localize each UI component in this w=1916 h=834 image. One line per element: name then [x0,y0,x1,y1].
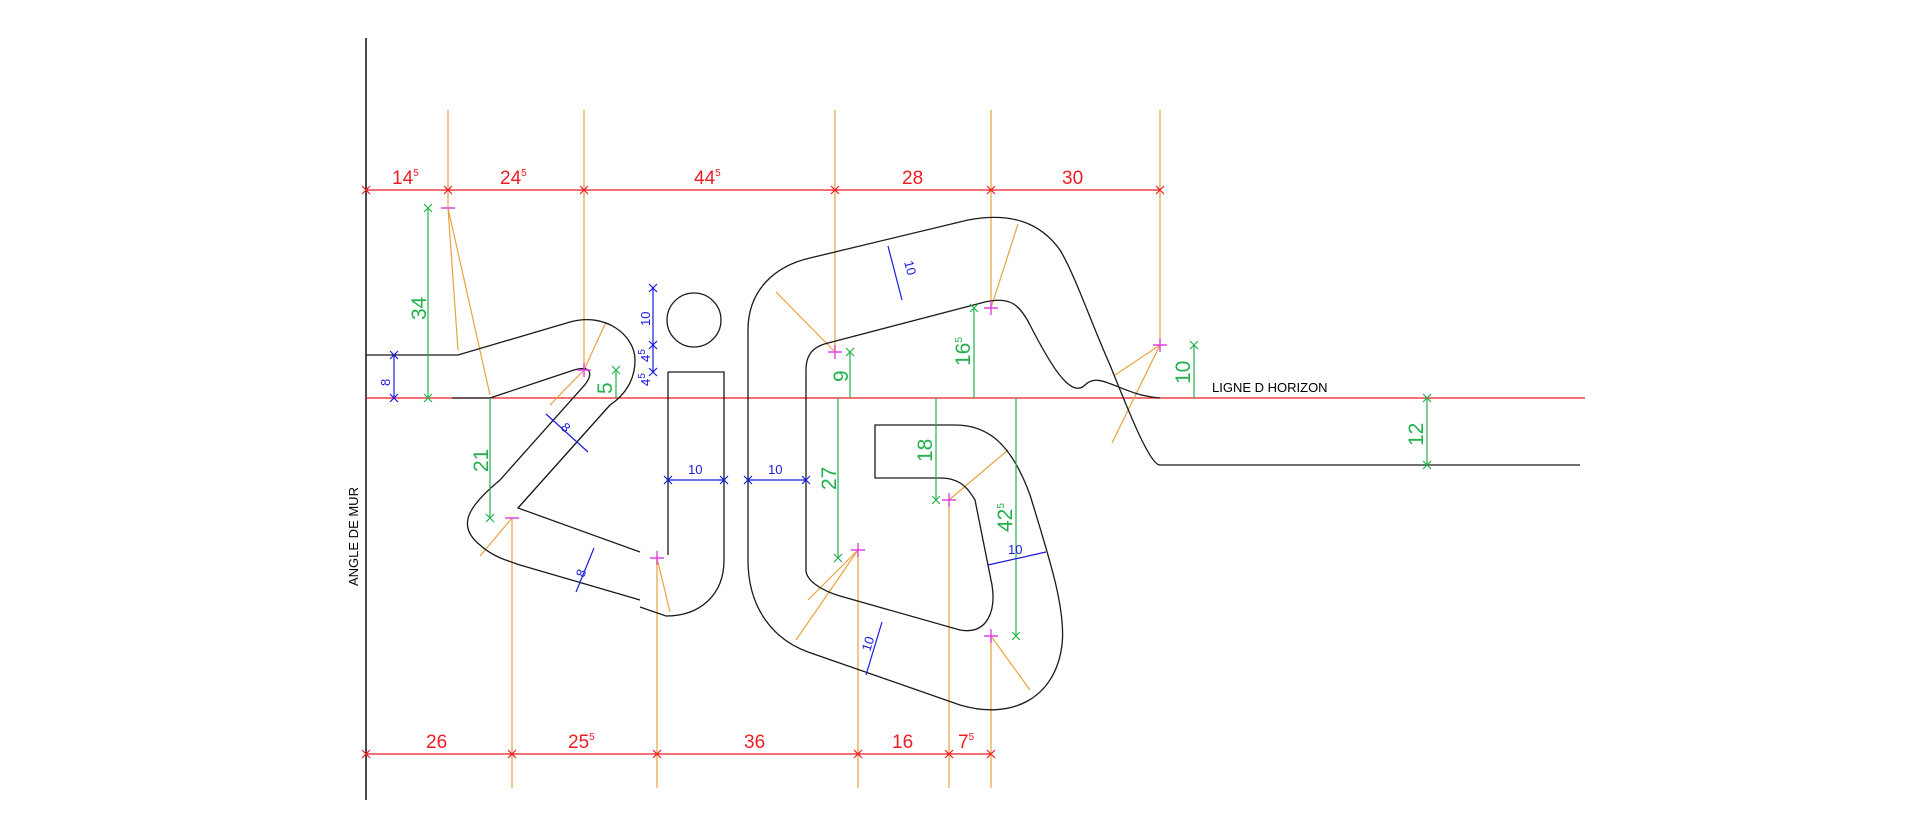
stroke-width-2: 8 [558,420,574,436]
vertical-dimension-10: 12 [1405,423,1428,446]
stroke-width-11: 10 [1008,542,1022,557]
stroke-width-8: 10 [768,462,782,477]
horizon-label: LIGNE D HORIZON [1212,380,1328,395]
vertical-dimension-4: 9 [830,370,853,382]
bottom-dimension-chain [361,749,996,759]
stroke-width-5: 45 [637,349,653,362]
stroke-width-6: 45 [637,373,653,386]
stroke-width-4: 10 [638,312,653,326]
top-dimension-5: 30 [1062,168,1083,189]
center-marks [441,207,1167,643]
top-dimension-2: 245 [500,168,527,189]
stroke-width-dimension-lines [389,245,1047,676]
vertical-dimension-8: 425 [994,503,1017,532]
bottom-dimension-5: 75 [958,732,975,753]
vertical-dimension-5: 27 [818,467,841,490]
top-dimension-chain [361,185,1165,195]
extension-lines [447,110,1161,788]
top-dimension-4: 28 [902,168,923,189]
top-dimension-3: 445 [694,168,721,189]
vertical-dimension-7: 18 [914,439,937,462]
stroke-width-7: 10 [688,462,702,477]
stroke-width-10: 10 [859,635,878,653]
vertical-dimension-2: 5 [594,382,617,394]
vertical-dimension-9: 10 [1172,361,1195,384]
stroke-width-1: 8 [378,379,393,386]
bottom-dimension-4: 16 [892,732,913,753]
logo-outline [366,216,1580,711]
bottom-dimension-2: 255 [568,732,595,753]
vertical-dimension-3: 21 [470,449,493,472]
top-dimension-1: 145 [392,168,419,189]
bottom-dimension-3: 36 [744,732,765,753]
stroke-width-9: 10 [901,259,919,277]
bottom-dimension-1: 26 [426,732,447,753]
wall-angle-label: ANGLE DE MUR [346,487,361,586]
vertical-dimension-6: 165 [952,337,975,366]
stroke-width-3: 8 [573,567,590,579]
vertical-dimension-1: 34 [408,296,431,320]
vertical-dimension-lines [423,203,1432,641]
